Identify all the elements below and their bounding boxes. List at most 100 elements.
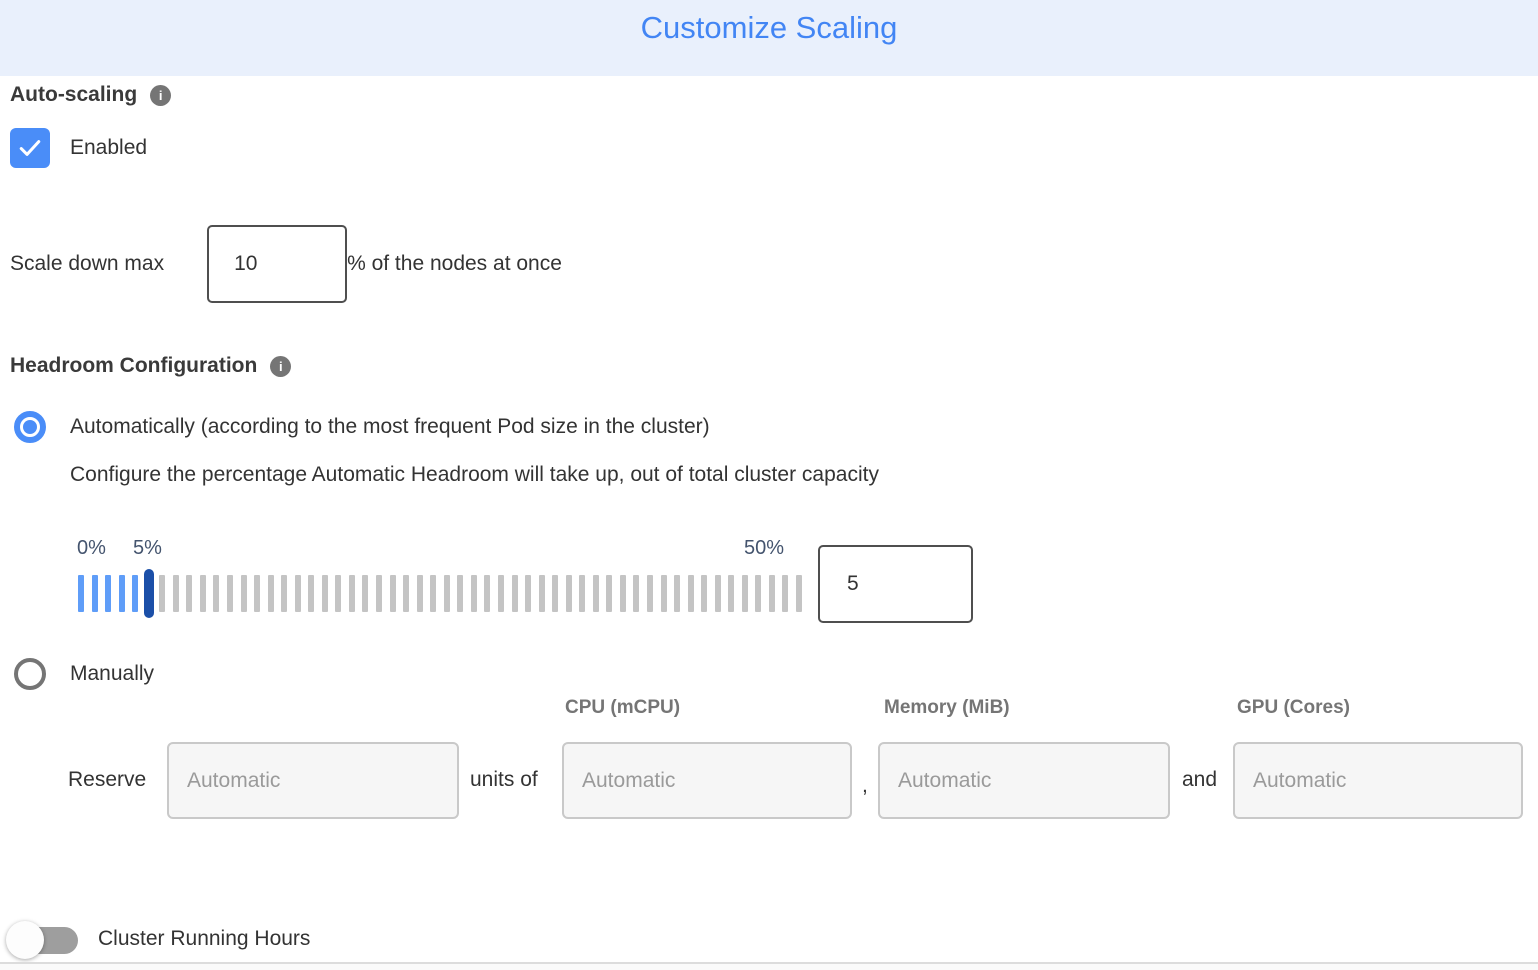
and-label: and — [1182, 768, 1218, 791]
slider-tick — [592, 575, 599, 612]
slider-tick — [240, 575, 247, 612]
memory-column-header: Memory (MiB) — [884, 697, 1010, 718]
slider-tick — [565, 575, 572, 612]
comma-separator: , — [862, 774, 868, 797]
units-of-label: units of — [470, 768, 538, 791]
info-icon[interactable]: i — [150, 84, 172, 106]
slider-tick — [294, 575, 301, 612]
headroom-manual-option: Manually — [14, 658, 154, 690]
cluster-running-hours-toggle[interactable] — [6, 919, 84, 961]
scale-down-max-input[interactable] — [207, 225, 348, 303]
slider-tick — [132, 575, 139, 612]
slider-tick — [159, 575, 166, 612]
slider-tick — [755, 575, 762, 612]
slider-tick — [728, 575, 735, 612]
manually-radio-label: Manually — [70, 662, 155, 685]
slider-tick — [186, 575, 193, 612]
scale-down-label: Scale down max — [10, 252, 165, 275]
scale-down-suffix: % of the nodes at once — [347, 252, 562, 275]
slider-tick — [172, 575, 179, 612]
slider-tick — [281, 575, 288, 612]
cpu-reserve-input[interactable] — [562, 742, 852, 819]
slider-tick — [362, 575, 369, 612]
gpu-reserve-input[interactable] — [1233, 742, 1523, 819]
slider-tick — [78, 575, 84, 612]
bottom-strip — [0, 964, 1538, 970]
slider-scale-labels: 0% 5% 50% — [0, 537, 1000, 563]
slider-min-label: 0% — [77, 537, 106, 559]
slider-tick — [782, 575, 789, 612]
slider-tick — [403, 575, 410, 612]
slider-tick — [633, 575, 640, 612]
headroom-automatic-option: Automatically (according to the most fre… — [14, 411, 710, 443]
slider-max-label: 50% — [744, 537, 785, 559]
slider-handle[interactable] — [143, 569, 154, 618]
slider-tick — [484, 575, 491, 612]
auto-scaling-enabled-row: Enabled — [10, 128, 147, 168]
slider-tick — [660, 575, 667, 612]
reserve-units-input[interactable] — [167, 742, 459, 819]
slider-tick — [511, 575, 518, 612]
slider-tick — [443, 575, 450, 612]
slider-tick — [470, 575, 477, 612]
slider-tick — [376, 575, 383, 612]
slider-tick — [497, 575, 504, 612]
slider-tick — [768, 575, 775, 612]
manually-radio[interactable] — [14, 658, 46, 690]
slider-tick — [457, 575, 464, 612]
enabled-checkbox[interactable] — [10, 128, 50, 168]
radio-dot — [23, 420, 37, 434]
auto-scaling-section-header: Auto-scaling i — [10, 83, 172, 107]
slider-tick — [552, 575, 559, 612]
slider-tick — [213, 575, 220, 612]
reserve-label: Reserve — [68, 768, 147, 791]
automatically-radio-label: Automatically (according to the most fre… — [70, 415, 710, 438]
headroom-section-header: Headroom Configuration i — [10, 354, 292, 378]
enabled-checkbox-label: Enabled — [70, 136, 148, 159]
slider-tick — [308, 575, 315, 612]
slider-tick — [741, 575, 748, 612]
slider-tick — [118, 575, 125, 612]
gpu-column-header: GPU (Cores) — [1237, 697, 1350, 718]
slider-tick — [254, 575, 261, 612]
slider-tick — [105, 575, 112, 612]
checkmark-icon — [16, 134, 44, 162]
slider-tick — [348, 575, 355, 612]
slider-tick — [538, 575, 545, 612]
slider-tick — [525, 575, 532, 612]
toggle-knob — [6, 921, 44, 959]
cluster-running-hours-label: Cluster Running Hours — [98, 927, 311, 950]
slider-tick — [335, 575, 342, 612]
slider-tick — [389, 575, 396, 612]
dialog-header: Customize Scaling — [0, 0, 1538, 76]
slider-tick — [646, 575, 653, 612]
dialog-title: Customize Scaling — [640, 10, 898, 45]
slider-tick — [701, 575, 708, 612]
slider-tick — [606, 575, 613, 612]
cpu-column-header: CPU (mCPU) — [565, 697, 681, 718]
slider-tick — [416, 575, 423, 612]
slider-tick — [674, 575, 681, 612]
auto-scaling-label: Auto-scaling — [10, 83, 138, 106]
memory-reserve-input[interactable] — [878, 742, 1170, 819]
slider-tick — [714, 575, 721, 612]
slider-tick — [91, 575, 98, 612]
bottom-divider — [0, 962, 1538, 964]
headroom-auto-description: Configure the percentage Automatic Headr… — [70, 463, 879, 486]
scale-down-row: Scale down max % of the nodes at once — [10, 225, 562, 303]
slider-tick — [321, 575, 328, 612]
slider-tick — [619, 575, 626, 612]
slider-tick — [430, 575, 437, 612]
slider-tick — [199, 575, 206, 612]
slider-tick — [795, 575, 802, 612]
headroom-percentage-input[interactable] — [818, 545, 973, 623]
slider-tick — [267, 575, 274, 612]
headroom-configuration-label: Headroom Configuration — [10, 354, 258, 377]
slider-tick — [687, 575, 694, 612]
slider-current-label: 5% — [133, 537, 162, 559]
headroom-percentage-slider[interactable] — [78, 569, 802, 618]
slider-tick — [227, 575, 234, 612]
automatically-radio[interactable] — [14, 411, 46, 443]
slider-tick — [579, 575, 586, 612]
info-icon[interactable]: i — [270, 355, 292, 377]
